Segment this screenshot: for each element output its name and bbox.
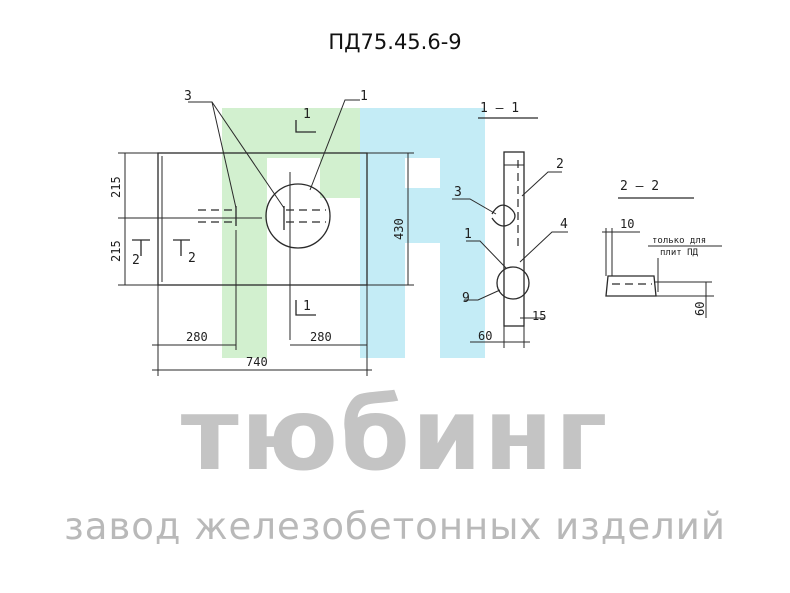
section-1-dim-small: 15 <box>532 309 546 323</box>
drawing-title: ПД75.45.6-9 <box>328 30 462 54</box>
callout-1: 1 <box>360 89 368 104</box>
section-mark-1-bottom: 1 <box>303 299 311 314</box>
section-1-callout-2: 2 <box>556 157 564 172</box>
section-mark-2-left: 2 <box>132 253 140 268</box>
section-1-callout-3: 3 <box>454 185 462 200</box>
watermark-tagline: завод железобетонных изделий <box>64 505 726 548</box>
dim-total-width: 740 <box>246 355 268 369</box>
section-2-dim-top: 10 <box>620 217 634 231</box>
section-1-callout-4: 4 <box>560 217 568 232</box>
dim-right-height: 430 <box>392 218 406 240</box>
section-2-dim-height: 60 <box>693 302 707 316</box>
dim-left-bottom: 215 <box>109 240 123 262</box>
section-1-label: 1 — 1 <box>480 101 519 116</box>
section-mark-1-top: 1 <box>303 107 311 122</box>
section-mark-2-right: 2 <box>188 251 196 266</box>
section-2-label: 2 — 2 <box>620 179 659 194</box>
section-1-callout-1: 1 <box>464 227 472 242</box>
dim-left-top: 215 <box>109 176 123 198</box>
plan-view <box>118 99 414 376</box>
watermark-logo <box>222 108 485 358</box>
dim-center-offset: 280 <box>310 330 332 344</box>
callout-3: 3 <box>184 89 192 104</box>
section-2-note-line1: только для <box>652 236 706 246</box>
dim-left-offset: 280 <box>186 330 208 344</box>
section-1-callout-9: 9 <box>462 291 470 306</box>
section-1-1 <box>452 117 568 348</box>
watermark-brand: тюбинг <box>180 376 610 493</box>
section-1-dim-width: 60 <box>478 329 492 343</box>
section-2-2 <box>602 197 722 318</box>
section-2-note-line2: плит ПД <box>660 248 699 258</box>
